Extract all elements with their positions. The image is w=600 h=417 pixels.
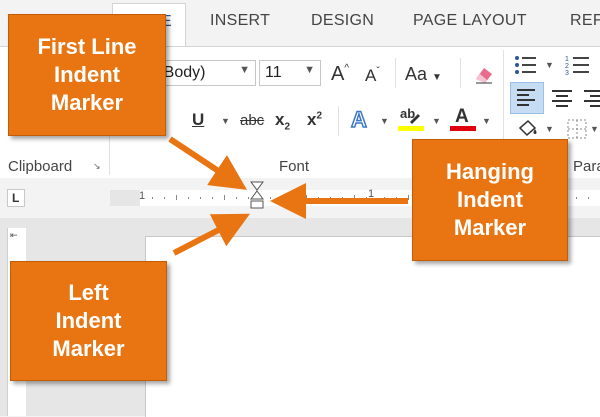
divider xyxy=(460,58,461,88)
shading-button[interactable] xyxy=(516,118,540,145)
highlight-color-swatch xyxy=(398,126,424,131)
borders-button[interactable] xyxy=(566,118,588,145)
dialog-launcher-icon[interactable]: ↘ xyxy=(93,161,101,171)
first-line-indent-callout: First Line Indent Marker xyxy=(8,14,166,136)
chevron-down-icon[interactable]: ▼ xyxy=(432,116,441,126)
document-page[interactable] xyxy=(145,236,600,417)
subscript-button[interactable]: x2 xyxy=(275,110,291,133)
tab-design[interactable]: DESIGN xyxy=(311,12,375,29)
chevron-down-icon[interactable]: ▼ xyxy=(482,116,491,126)
numbering-icon: 1 2 3 xyxy=(565,56,589,77)
font-group-label: Font xyxy=(279,158,310,175)
left-indent-arrow xyxy=(172,213,250,256)
first-line-indent-marker[interactable] xyxy=(250,181,264,191)
align-left-icon xyxy=(517,89,535,106)
tab-selector[interactable]: L xyxy=(7,189,25,207)
font-color-button[interactable]: A xyxy=(450,106,476,132)
ruler-number: 1 xyxy=(368,188,375,200)
tab-page-layout[interactable]: PAGE LAYOUT xyxy=(413,12,527,29)
numbering-button[interactable]: 1 2 3 xyxy=(565,54,595,81)
hanging-indent-marker[interactable] xyxy=(250,190,264,200)
chevron-down-icon: ▼ xyxy=(432,72,442,83)
left-indent-marker[interactable] xyxy=(250,200,264,209)
shrink-font-button[interactable]: Aˇ xyxy=(365,66,380,85)
hanging-indent-callout: Hanging Indent Marker xyxy=(412,139,568,261)
bullets-button[interactable] xyxy=(513,54,541,81)
chevron-down-icon: ▼ xyxy=(304,64,315,76)
superscript-button[interactable]: x2 xyxy=(307,110,323,129)
first-line-arrow xyxy=(168,136,248,190)
font-size-value: 11 xyxy=(265,64,282,81)
svg-text:2: 2 xyxy=(565,63,569,70)
eraser-icon xyxy=(476,68,492,84)
clear-formatting-button[interactable] xyxy=(472,62,496,91)
align-right-button[interactable] xyxy=(582,84,600,117)
align-left-button[interactable] xyxy=(510,82,544,114)
svg-text:1: 1 xyxy=(565,56,569,63)
align-center-icon xyxy=(552,90,572,107)
ruler-margin-left xyxy=(110,190,140,206)
chevron-down-icon: ▼ xyxy=(239,64,250,76)
indent-markers xyxy=(250,181,264,209)
vertical-ruler-marker-icon: ⇤ xyxy=(10,230,18,240)
divider xyxy=(503,50,504,175)
tab-references[interactable]: REFI xyxy=(570,12,600,29)
underline-button[interactable]: U xyxy=(192,110,205,129)
chevron-down-icon[interactable]: ▼ xyxy=(590,124,599,134)
tab-insert[interactable]: INSERT xyxy=(210,12,271,29)
borders-icon xyxy=(567,119,587,139)
align-center-button[interactable] xyxy=(548,84,576,117)
paint-bucket-icon xyxy=(518,119,537,137)
highlighter-icon xyxy=(410,114,420,124)
grow-font-icon: ^ xyxy=(344,63,350,74)
divider xyxy=(338,106,339,136)
text-effects-button[interactable]: A xyxy=(350,106,367,133)
paragraph-group-label: Para xyxy=(573,158,600,175)
clipboard-group-label: Clipboard xyxy=(8,158,73,175)
align-right-icon xyxy=(584,90,600,107)
chevron-down-icon[interactable]: ▼ xyxy=(221,116,230,126)
chevron-down-icon[interactable]: ▼ xyxy=(545,124,554,134)
chevron-down-icon[interactable]: ▼ xyxy=(380,116,389,126)
svg-text:3: 3 xyxy=(565,70,569,76)
left-indent-callout: Left Indent Marker xyxy=(10,261,167,381)
highlight-button[interactable]: ab xyxy=(398,106,424,132)
divider xyxy=(395,58,396,88)
font-color-swatch xyxy=(450,126,476,131)
grow-font-button[interactable]: A^ xyxy=(331,63,350,85)
bullets-icon xyxy=(515,56,536,74)
shrink-font-icon: ˇ xyxy=(376,66,380,77)
strikethrough-button[interactable]: abc xyxy=(240,112,265,129)
ruler-number: 1 xyxy=(139,190,146,202)
tab-home-label: E xyxy=(161,13,172,30)
change-case-button[interactable]: Aa ▼ xyxy=(405,64,442,84)
chevron-down-icon[interactable]: ▼ xyxy=(545,60,554,70)
font-size-combo[interactable]: 11 ▼ xyxy=(259,60,321,86)
